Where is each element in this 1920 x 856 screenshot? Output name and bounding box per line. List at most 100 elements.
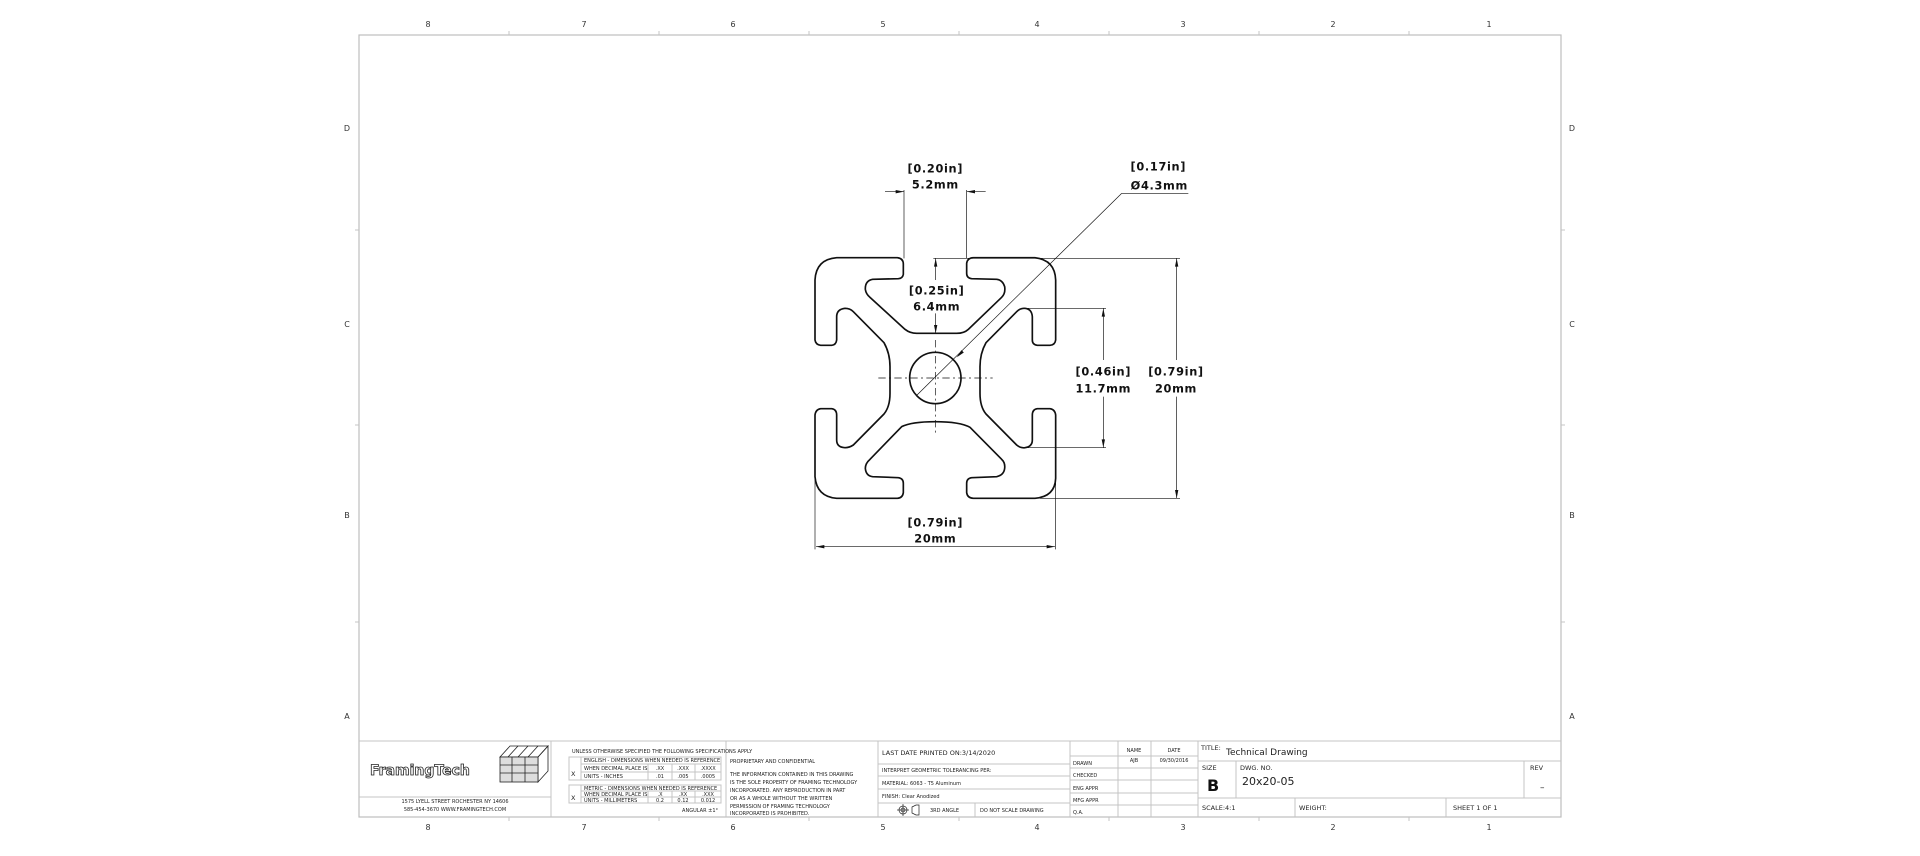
zone-row: D	[1569, 124, 1575, 133]
size-label: SIZE	[1202, 764, 1217, 772]
tolerance-cell: .01	[656, 774, 664, 780]
zone-col: 3	[1180, 20, 1185, 29]
approval-label: Q.A.	[1073, 810, 1084, 816]
dim-slot-width: [0.20in] 5.2mm	[884, 161, 986, 259]
english-title: ENGLISH - DIMENSIONS WHEN NEEDED IS REFE…	[584, 758, 720, 764]
zone-col: 3	[1180, 823, 1185, 832]
dim-text-mm: 11.7mm	[1076, 381, 1132, 395]
rev-label: REV	[1530, 764, 1544, 772]
third-angle-projection-icon	[897, 804, 920, 816]
proprietary-line: OR AS A WHOLE WITHOUT THE WRITTEN	[730, 796, 832, 802]
zone-col: 6	[730, 20, 735, 29]
zone-row: D	[344, 124, 350, 133]
english-mark: X	[571, 770, 576, 778]
metric-title: METRIC - DIMENSIONS WHEN NEEDED IS REFER…	[584, 786, 717, 792]
arrowhead	[933, 324, 938, 334]
arrowhead	[895, 189, 904, 194]
zone-row: A	[344, 712, 350, 721]
approval-label: ENG APPR	[1073, 786, 1099, 792]
cube-logo-icon	[499, 744, 549, 784]
decimal-cell: .XXX	[702, 792, 714, 798]
zone-col: 2	[1330, 20, 1335, 29]
zone-col: 4	[1034, 823, 1039, 832]
dim-text-in: [0.25in]	[909, 284, 965, 298]
proprietary-line: INCORPORATED IS PROHIBITED.	[730, 811, 810, 817]
drawing-title: Technical Drawing	[1225, 748, 1308, 758]
zone-row: C	[344, 320, 350, 329]
approval-label: DRAWN	[1073, 761, 1092, 767]
dim-text-in: [0.79in]	[1148, 365, 1204, 379]
profile-view: [0.20in] 5.2mm [0.17in] Ø4.3mm [0.25in] …	[814, 160, 1204, 550]
dim-text-mm: 20mm	[914, 531, 956, 545]
extrusion-profile-outline	[814, 256, 1057, 500]
tolerance-cell: 0.012	[701, 798, 715, 804]
date-header: DATE	[1167, 748, 1180, 754]
approval-name: AJB	[1130, 758, 1139, 764]
dim-text-mm: Ø4.3mm	[1131, 179, 1188, 193]
metric-decimal-label: WHEN DECIMAL PLACE IS	[584, 792, 647, 798]
dim-text-mm: 20mm	[1155, 381, 1197, 395]
name-header: NAME	[1127, 748, 1142, 754]
dim-height: [0.79in] 20mm	[1039, 258, 1204, 499]
tolerance-cell: .005	[677, 774, 688, 780]
zone-labels-left: D C B A	[344, 124, 350, 721]
title-label: TITLE:	[1200, 744, 1221, 752]
zone-row: A	[1569, 712, 1575, 721]
finish: FINISH: Clear Anodized	[882, 794, 940, 800]
dim-inner-span: [0.46in] 11.7mm	[1026, 307, 1132, 448]
proprietary-line: IS THE SOLE PROPERTY OF FRAMING TECHNOLO…	[730, 780, 858, 786]
decimal-cell: .XX	[679, 792, 688, 798]
zone-labels-bottom: 8 7 6 5 4 3 2 1	[425, 823, 1491, 832]
zone-col: 5	[880, 20, 885, 29]
interpret-tolerancing: INTERPRET GEOMETRIC TOLERANCING PER:	[882, 768, 992, 774]
approval-label: CHECKED	[1073, 773, 1097, 779]
decimal-cell: .X	[657, 792, 663, 798]
zone-col: 8	[425, 20, 430, 29]
tolerance-cell: 0.2	[656, 798, 664, 804]
zone-col: 1	[1486, 20, 1491, 29]
metric-mark: X	[571, 794, 576, 802]
decimal-cell: .XXX	[677, 766, 689, 772]
revision: –	[1540, 783, 1545, 793]
dwg-no: 20x20-05	[1242, 775, 1294, 788]
zone-col: 7	[581, 823, 586, 832]
dim-width: [0.79in] 20mm	[814, 476, 1056, 550]
dim-text-mm: 6.4mm	[913, 300, 960, 314]
company-logo: FramingTech	[370, 763, 470, 779]
decimal-cell: .XX	[656, 766, 665, 772]
tolerance-cell: .0005	[701, 774, 715, 780]
proprietary-line: INCORPORATED. ANY REPRODUCTION IN PART	[730, 788, 846, 794]
zone-col: 4	[1034, 20, 1039, 29]
zone-col: 6	[730, 823, 735, 832]
zone-col: 5	[880, 823, 885, 832]
arrowhead	[1101, 439, 1105, 448]
drawing-border	[358, 34, 1562, 818]
material: MATERIAL: 6063 - T5 Aluminum	[882, 781, 961, 787]
zone-col: 7	[581, 20, 586, 29]
arrowhead	[966, 189, 975, 194]
company-contact: 585-454-3670 WWW.FRAMINGTECH.COM	[404, 807, 506, 813]
tolerance-cell: 0.12	[677, 798, 688, 804]
sheet-size: B	[1207, 776, 1219, 795]
sheet-number: SHEET 1 OF 1	[1453, 804, 1498, 812]
dim-text-mm: 5.2mm	[912, 177, 959, 191]
arrowhead	[815, 544, 825, 549]
company-address: 1575 LYELL STREET ROCHESTER NY 14606	[401, 799, 508, 805]
arrowhead	[1174, 258, 1179, 267]
zone-labels-top: 8 7 6 5 4 3 2 1	[425, 20, 1491, 29]
arrowhead	[1174, 489, 1179, 499]
zone-row: C	[1569, 320, 1575, 329]
arrowhead	[1101, 308, 1105, 317]
zone-ticks	[355, 31, 1565, 821]
proprietary-line: THE INFORMATION CONTAINED IN THIS DRAWIN…	[729, 772, 854, 778]
arrowhead	[1046, 544, 1055, 549]
zone-col: 2	[1330, 823, 1335, 832]
zone-labels-right: D C B A	[1569, 124, 1575, 721]
dim-hole-diameter: [0.17in] Ø4.3mm	[916, 160, 1189, 396]
do-not-scale: DO NOT SCALE DRAWING	[980, 808, 1044, 814]
dim-text-in: [0.46in]	[1076, 365, 1132, 379]
projection-label: 3RD ANGLE	[930, 808, 959, 814]
dim-text-in: [0.17in]	[1131, 160, 1187, 174]
dwg-no-label: DWG. NO.	[1240, 764, 1272, 772]
